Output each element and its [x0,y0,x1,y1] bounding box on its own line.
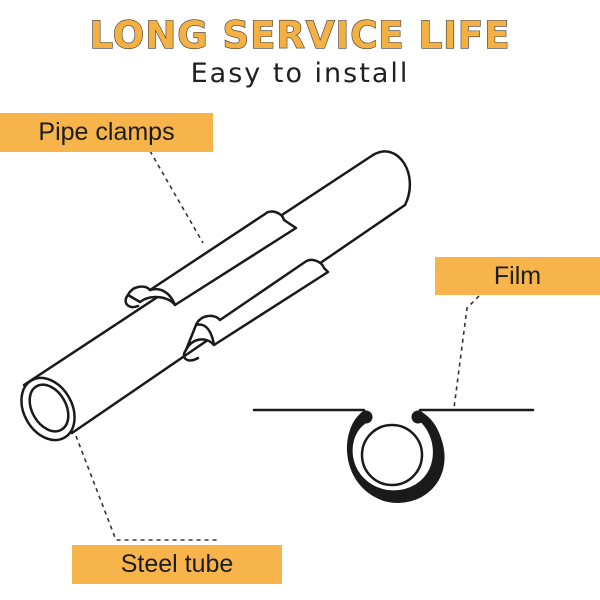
cross-section-drawing [252,408,535,503]
upper-clamp-rim [124,293,140,309]
lower-clamp-rim [182,348,200,362]
clamps-leader [149,150,204,244]
pipe-clamp-drawing [124,210,330,362]
film-label: Film [435,257,600,295]
clamp-tip-right [411,410,425,424]
leader-lines [75,150,480,541]
tube-near-rim-inner [28,383,70,433]
lower-clamp [184,258,330,352]
steel-tube-label: Steel tube [72,545,282,584]
upper-clamp-fold [148,288,177,307]
tube-leader [75,435,218,541]
tube-section-circle [360,423,424,487]
subheadline: Easy to install [190,58,410,89]
lower-clamp-fold [194,323,216,347]
pipe-clamps-label: Pipe clamps [0,113,213,152]
clamp-tip-left [359,410,373,424]
headline: LONG SERVICE LIFE [89,13,511,57]
steel-tube-drawing [20,150,411,442]
film-leader [453,295,480,409]
tube-far-cap [371,150,411,207]
upper-clamp [126,210,298,307]
tube-near-rim-outer [20,376,76,442]
